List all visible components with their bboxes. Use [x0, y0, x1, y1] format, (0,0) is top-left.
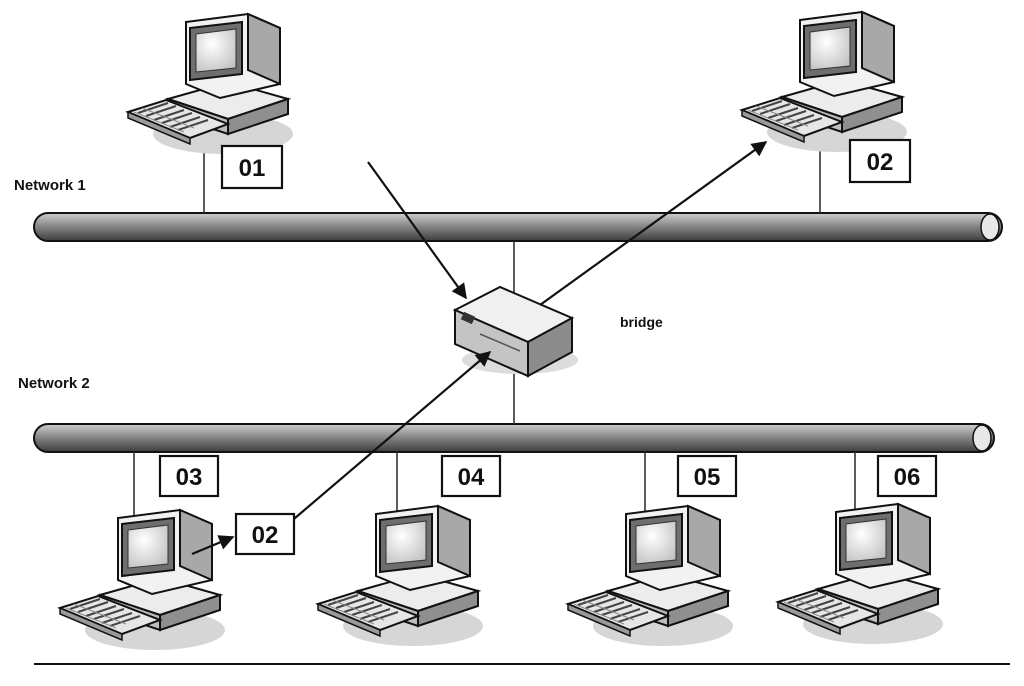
bridge-label: bridge: [620, 314, 663, 330]
frame-to-bridge-arrow: [287, 351, 492, 525]
station-05-id: 05: [694, 464, 721, 491]
computer-01-icon: [127, 13, 294, 155]
network-1-bus: [33, 212, 1003, 242]
station-01-id-box: 01: [220, 144, 284, 190]
station-06-id: 06: [894, 464, 921, 491]
computer-02-icon: [741, 11, 908, 153]
station-05-id-box: 05: [676, 454, 738, 498]
computer-04-icon: [317, 505, 484, 647]
forward-arrow-to-02: [539, 141, 768, 306]
station-02-id: 02: [867, 149, 894, 176]
network-2-bus: [33, 423, 995, 453]
bridge-icon: [452, 285, 578, 378]
station-01-id: 01: [239, 155, 266, 182]
station-04-id: 04: [458, 464, 485, 491]
frame-box: 02: [234, 512, 296, 556]
station-06-id-box: 06: [876, 454, 938, 498]
station-03-id: 03: [176, 464, 203, 491]
station-03-id-box: 03: [158, 454, 220, 498]
station-02-id-box: 02: [848, 138, 912, 184]
computer-05-icon: [567, 505, 734, 647]
computer-03-icon: [59, 509, 226, 651]
station-04-id-box: 04: [440, 454, 502, 498]
frame-destination-label: 02: [252, 522, 279, 549]
computer-03-to-frame-arrow: [191, 535, 235, 556]
computer-06-icon: [777, 503, 944, 645]
network-1-label: Network 1: [14, 177, 86, 194]
network-2-label: Network 2: [18, 375, 90, 392]
incoming-arrow: [367, 161, 467, 300]
